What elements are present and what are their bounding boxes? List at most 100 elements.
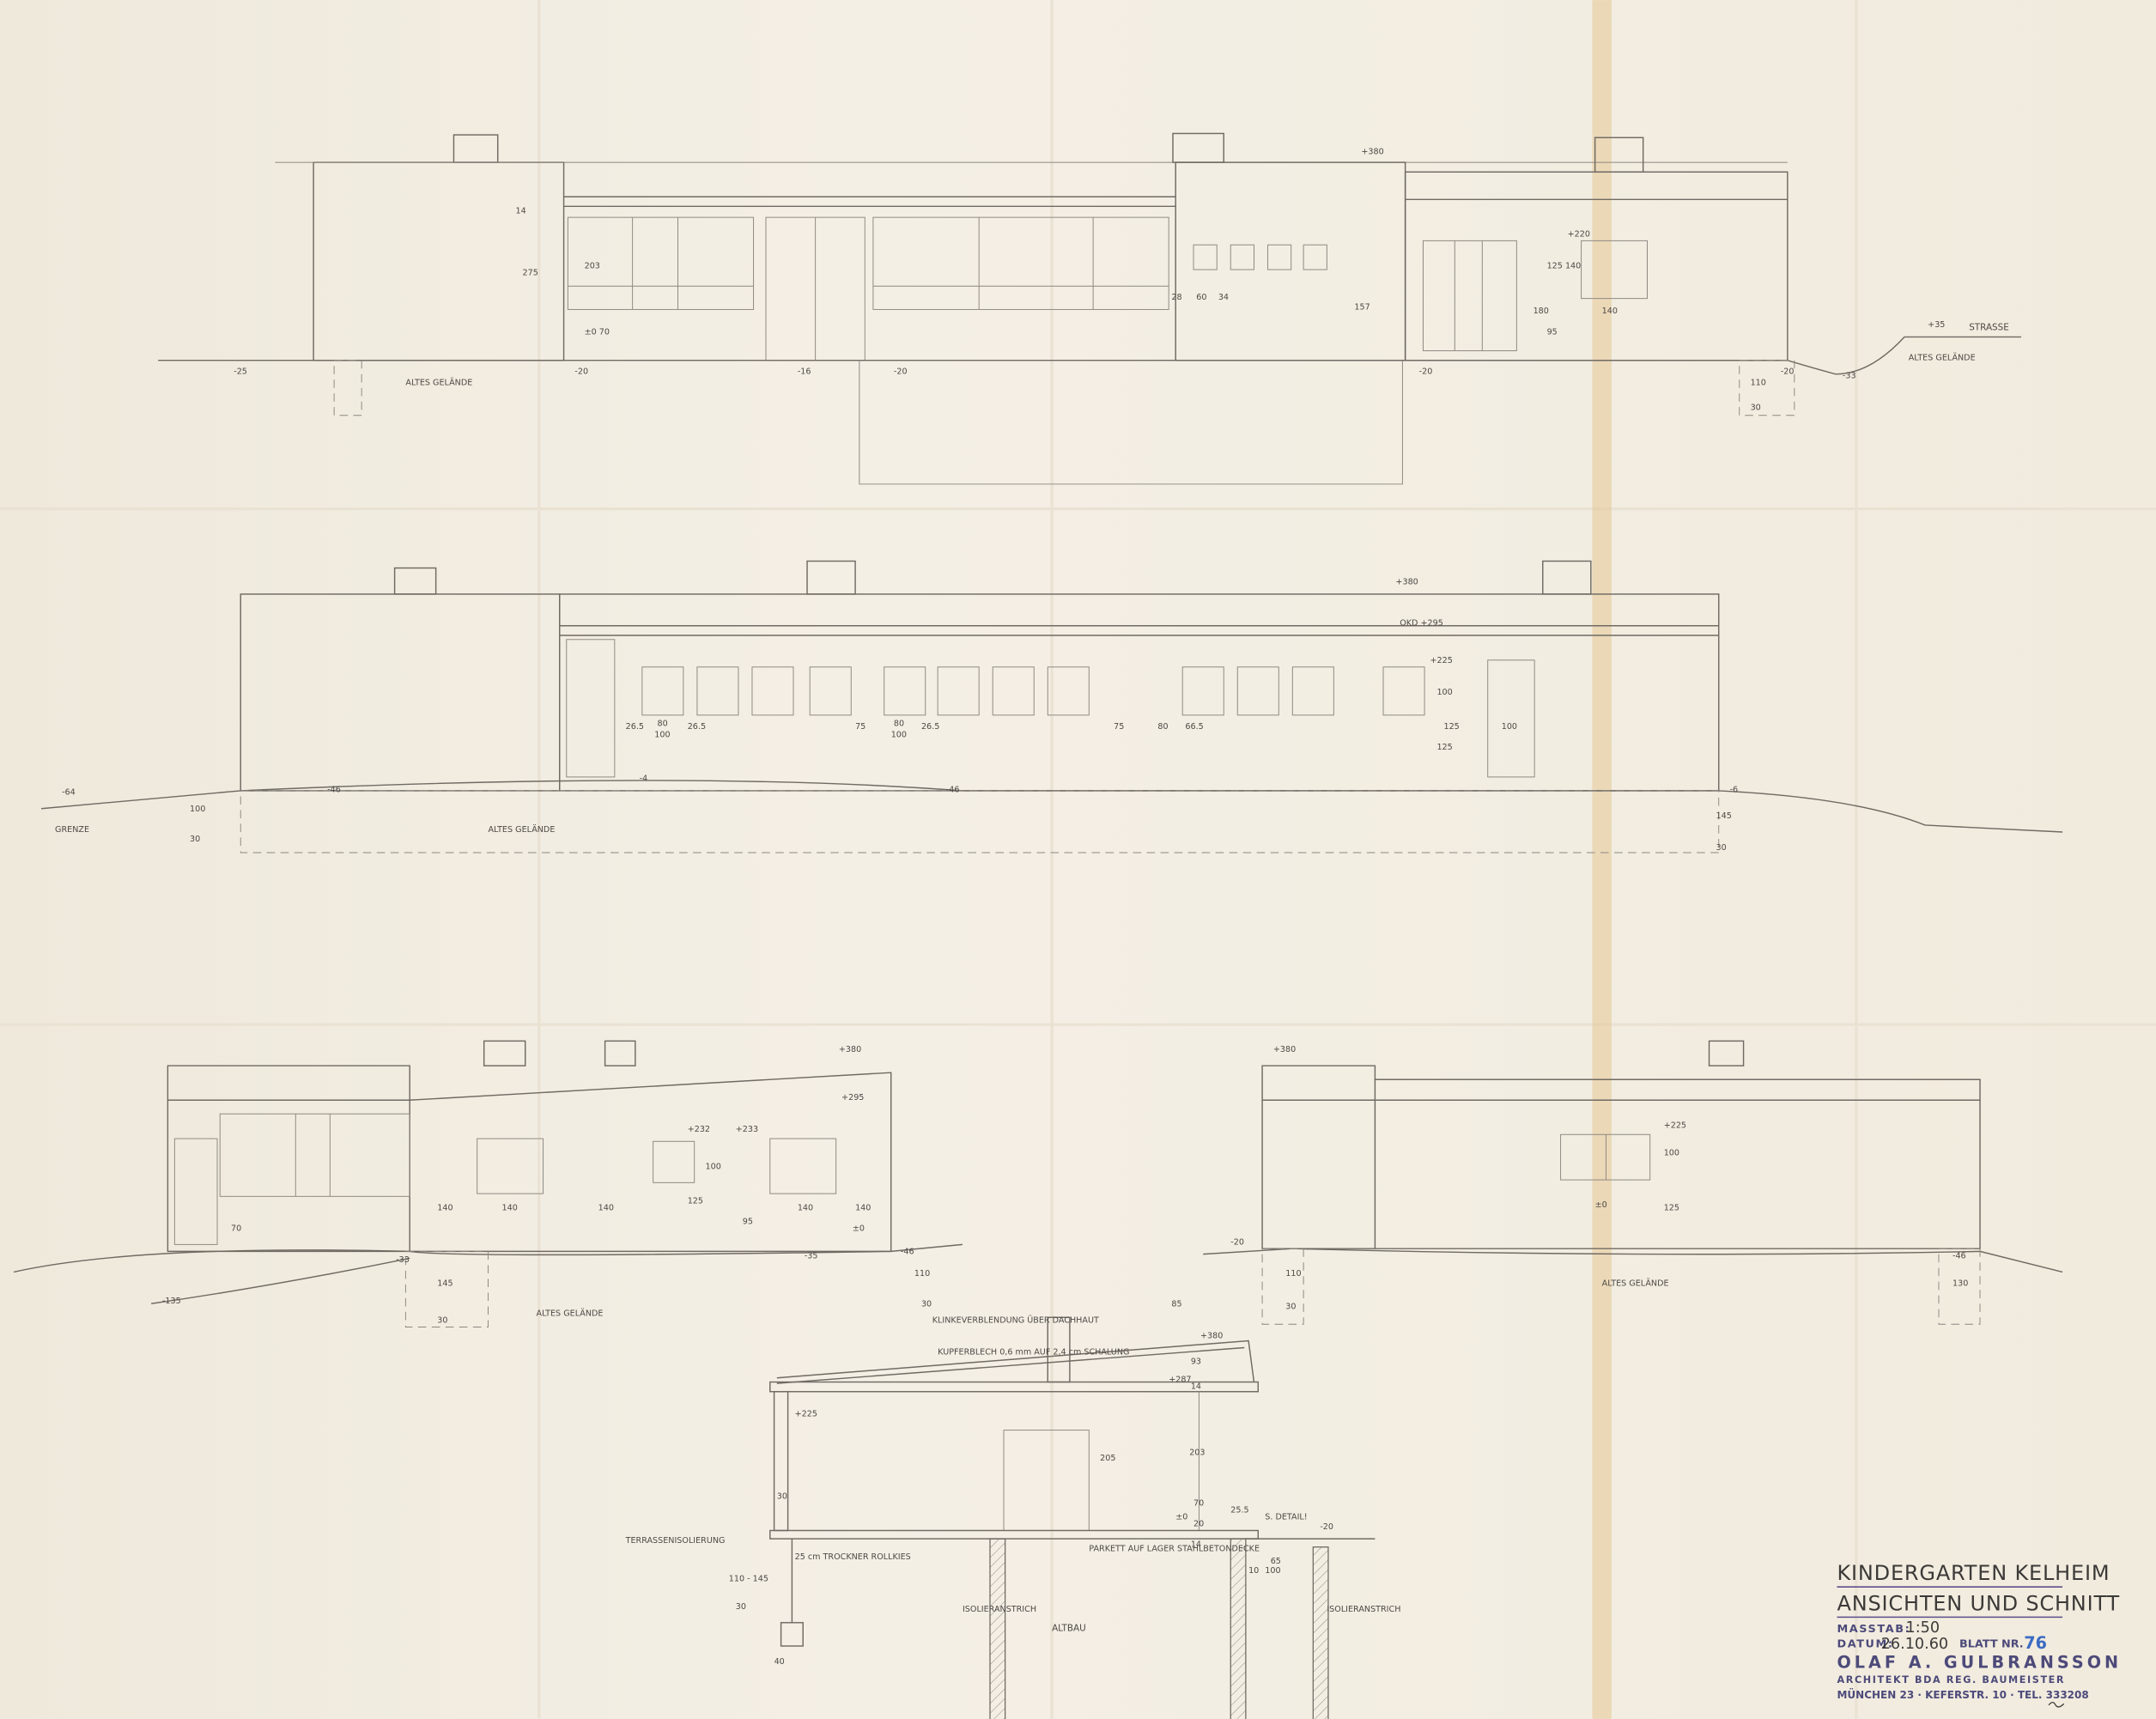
elev3-eave-level: +295 bbox=[841, 1093, 864, 1102]
dimension: 140 bbox=[855, 1203, 871, 1212]
dimension: 65 bbox=[1271, 1557, 1281, 1566]
dimension: 30 bbox=[736, 1602, 746, 1612]
elev2-roof-level: +380 bbox=[1395, 578, 1418, 587]
elev4-roof-level: +380 bbox=[1273, 1045, 1296, 1054]
dimension: 85 bbox=[1171, 1299, 1181, 1309]
dimension: 66.5 bbox=[1185, 722, 1203, 732]
elev1-terrain-label-left: ALTES GELÄNDE bbox=[405, 377, 472, 388]
level-mark: -16 bbox=[798, 367, 811, 377]
dimension: 75 bbox=[855, 722, 865, 732]
dimension: 20 bbox=[1193, 1520, 1204, 1529]
dimension: 30 bbox=[190, 835, 200, 844]
initials-signature bbox=[2048, 1702, 2065, 1708]
elev2-window-level: +225 bbox=[1430, 656, 1452, 665]
elev2-boundary-label: GRENZE bbox=[55, 825, 89, 835]
level-mark: +233 bbox=[736, 1125, 758, 1134]
dimension: 100 bbox=[891, 730, 907, 739]
dimension: 14 bbox=[516, 206, 526, 216]
drawing-subtitle: ANSICHTEN UND SCHNITT bbox=[1837, 1591, 2120, 1615]
dimension: 140 bbox=[1602, 307, 1618, 316]
architect-stamp-address: MÜNCHEN 23 · KEFERSTR. 10 · TEL. 333208 bbox=[1837, 1688, 2088, 1701]
dimension: ±0 bbox=[1595, 1200, 1607, 1210]
dimension: 70 bbox=[231, 1224, 241, 1233]
section-window-level: +225 bbox=[795, 1410, 817, 1419]
dimension: 80 bbox=[1157, 722, 1168, 732]
dimension: 140 bbox=[598, 1203, 614, 1212]
level-mark: -46 bbox=[1953, 1251, 1966, 1260]
level-mark: -20 bbox=[1419, 367, 1433, 377]
dimension: 125 bbox=[1436, 743, 1452, 752]
dimension: 140 bbox=[437, 1203, 452, 1212]
sheet-label: BLATT NR. bbox=[1959, 1638, 2024, 1651]
dimension: 30 bbox=[437, 1316, 447, 1326]
dimension: 80 bbox=[657, 720, 667, 729]
dimension: 26.5 bbox=[921, 722, 939, 732]
dimension: 10 bbox=[1248, 1566, 1259, 1576]
elev1-street-label: STRASSE bbox=[1969, 322, 2009, 332]
section-outside-level: -20 bbox=[1320, 1522, 1333, 1532]
dimension: 110 bbox=[914, 1269, 930, 1279]
level-mark: +35 bbox=[1928, 320, 1945, 330]
dimension: 110 - 145 bbox=[729, 1575, 768, 1584]
section-note-insulation-right: ISOLIERANSTRICH bbox=[1327, 1605, 1400, 1614]
dimension: 100 bbox=[1664, 1148, 1679, 1157]
dimension: 157 bbox=[1354, 302, 1370, 312]
section-note-insulation-left: ISOLIERANSTRICH bbox=[963, 1605, 1036, 1614]
dimension: 130 bbox=[1953, 1279, 1968, 1288]
dimension: 125 140 bbox=[1547, 261, 1582, 270]
elev3-terrain-label: ALTES GELÄNDE bbox=[537, 1308, 604, 1319]
section-note-roof: KUPFERBLECH 0,6 mm AUF 2,4 cm SCHALUNG bbox=[938, 1348, 1129, 1358]
dimension: 100 bbox=[1436, 688, 1452, 697]
elev1-terrain-label-right: ALTES GELÄNDE bbox=[1909, 352, 1976, 363]
level-mark: -46 bbox=[901, 1248, 914, 1257]
date-value: 26.10.60 bbox=[1881, 1636, 1948, 1653]
dimension: 26.5 bbox=[688, 722, 706, 732]
dimension: 100 bbox=[1265, 1566, 1280, 1576]
dimension: 110 bbox=[1285, 1269, 1301, 1279]
dimension: 125 bbox=[688, 1196, 703, 1206]
section-note-old-building: ALTBAU bbox=[1052, 1623, 1086, 1633]
section: KLINKEVERBLENDUNG ÜBER DACHHAUT KUPFERBL… bbox=[625, 1299, 1400, 1719]
elevation-2: +380 OKD +295 +225 GRENZE ALTES GELÄNDE … bbox=[40, 560, 2063, 853]
dimension: 95 bbox=[1547, 327, 1558, 337]
drawing-title: KINDERGARTEN KELHEIM bbox=[1837, 1561, 2110, 1585]
dimension: 25.5 bbox=[1230, 1506, 1248, 1516]
level-mark: -20 bbox=[894, 367, 908, 377]
level-mark: -64 bbox=[62, 788, 76, 798]
title-block: KINDERGARTEN KELHEIM ANSICHTEN UND SCHNI… bbox=[1837, 1561, 2120, 1708]
dimension: 110 bbox=[1751, 379, 1766, 388]
section-roof-level: +380 bbox=[1200, 1331, 1223, 1340]
level-mark: -33 bbox=[396, 1255, 410, 1265]
elevation-3: +380 +295 +232 +233 ALTES GELÄNDE -135 -… bbox=[13, 1040, 963, 1327]
elev4-terrain-label: ALTES GELÄNDE bbox=[1602, 1277, 1669, 1288]
level-mark: -35 bbox=[805, 1251, 818, 1260]
dimension: 75 bbox=[1114, 722, 1124, 732]
dimension: 125 bbox=[1664, 1203, 1679, 1212]
dimension: 140 bbox=[502, 1203, 518, 1212]
dimension: 70 bbox=[1193, 1499, 1204, 1509]
level-mark: -33 bbox=[1843, 372, 1856, 381]
sheet-number: 76 bbox=[2024, 1633, 2047, 1653]
dimension: 100 bbox=[654, 730, 670, 739]
dimension: 14 bbox=[1191, 1540, 1201, 1550]
dimension: 34 bbox=[1218, 293, 1229, 302]
dimension: 203 bbox=[585, 261, 600, 270]
section-floor-level: ±0 bbox=[1175, 1513, 1187, 1522]
elev1-roof-level: +380 bbox=[1361, 147, 1383, 156]
dimension: ±0 70 bbox=[585, 327, 610, 337]
dimension: 60 bbox=[1196, 293, 1206, 302]
scale-value: 1:50 bbox=[1906, 1619, 1940, 1637]
level-mark: -25 bbox=[234, 367, 247, 377]
dimension: 95 bbox=[743, 1217, 753, 1226]
window-row bbox=[641, 666, 1425, 716]
elev1-window-level: +220 bbox=[1568, 230, 1590, 240]
section-note-detail: S. DETAIL! bbox=[1265, 1513, 1307, 1522]
dimension: 145 bbox=[1716, 811, 1732, 821]
section-note-floor: PARKETT AUF LAGER STAHLBETONDECKE bbox=[1089, 1545, 1260, 1554]
dimension: 100 bbox=[190, 805, 205, 814]
dimension: 30 bbox=[1716, 843, 1727, 853]
elev4-window-level: +225 bbox=[1664, 1121, 1686, 1130]
dimension: 30 bbox=[777, 1492, 787, 1502]
